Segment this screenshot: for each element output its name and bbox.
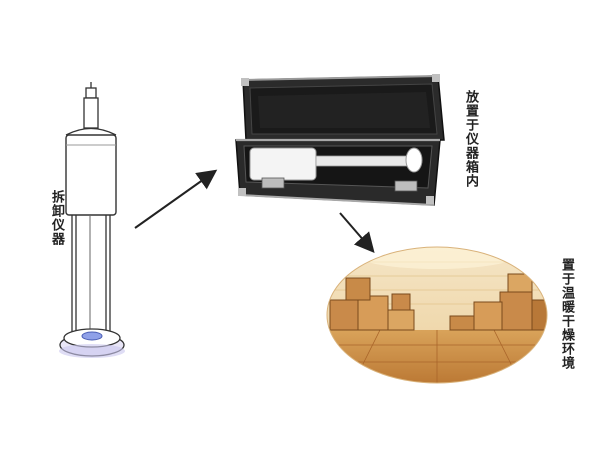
arrow-step1-to-step2: [134, 169, 218, 229]
step-label-remove-instrument: 拆卸仪器: [49, 190, 64, 246]
instrument-illustration: [59, 82, 125, 358]
step-label-warm-dry-storage: 置于温暖干燥环境: [559, 258, 574, 370]
arrow-step2-to-step3: [339, 212, 375, 254]
step-label-place-in-case: 放置于仪器箱内: [463, 90, 478, 188]
warm-storage-illustration: [326, 246, 548, 384]
instrument-case-illustration: [235, 74, 445, 206]
